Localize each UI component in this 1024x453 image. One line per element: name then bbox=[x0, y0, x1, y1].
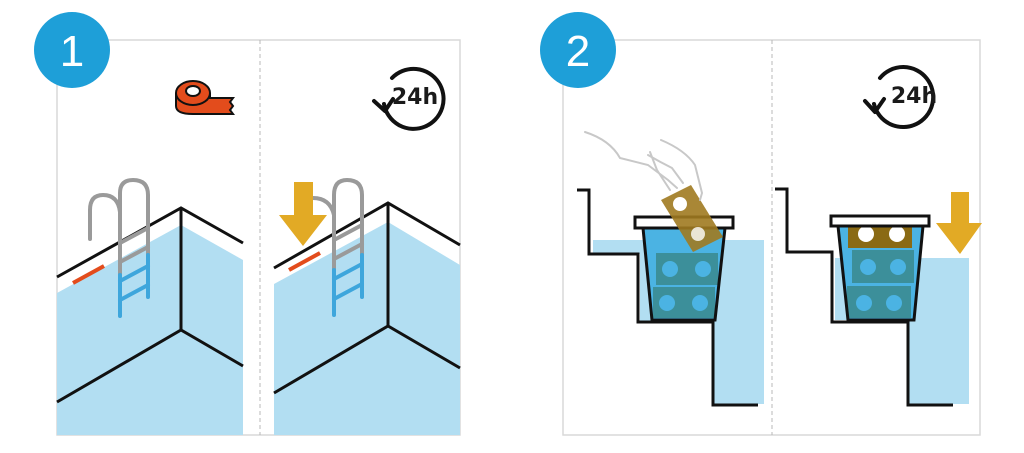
pool-water bbox=[274, 222, 460, 435]
hand-icon bbox=[584, 131, 704, 201]
pool-water bbox=[57, 225, 243, 435]
down-arrow-icon bbox=[279, 182, 327, 246]
chlorine-tablet-icon bbox=[661, 185, 723, 252]
pool-panel-mark bbox=[56, 80, 244, 435]
step-2: 24h 2 bbox=[540, 12, 982, 436]
clock-label: 24h bbox=[392, 85, 438, 110]
skimmer-wall bbox=[577, 188, 758, 407]
tape-mark bbox=[288, 251, 321, 272]
clock-24h-icon: 24h bbox=[863, 65, 937, 130]
skimmer-panel-insert bbox=[577, 131, 764, 407]
step-2-number: 2 bbox=[566, 27, 590, 76]
down-arrow-icon bbox=[936, 192, 982, 254]
step-2-badge bbox=[540, 12, 616, 88]
ladder-icon bbox=[88, 177, 150, 318]
skimmer-panel-check: 24h bbox=[775, 65, 982, 410]
clock-label: 24h bbox=[891, 84, 937, 109]
clock-24h-icon: 24h bbox=[372, 66, 446, 131]
ladder-icon bbox=[311, 177, 364, 317]
tape-roll-icon bbox=[175, 80, 235, 115]
skimmer-basket bbox=[829, 214, 931, 322]
pool-floor-edge bbox=[273, 324, 461, 395]
pool-panel-check: 24h bbox=[273, 66, 461, 435]
step-1-badge bbox=[34, 12, 110, 88]
step-1: 24h 1 bbox=[34, 12, 461, 436]
pool-floor-edge bbox=[56, 328, 244, 404]
tape-mark bbox=[72, 264, 105, 285]
step-1-number: 1 bbox=[60, 27, 84, 76]
skimmer-wall bbox=[775, 187, 953, 407]
